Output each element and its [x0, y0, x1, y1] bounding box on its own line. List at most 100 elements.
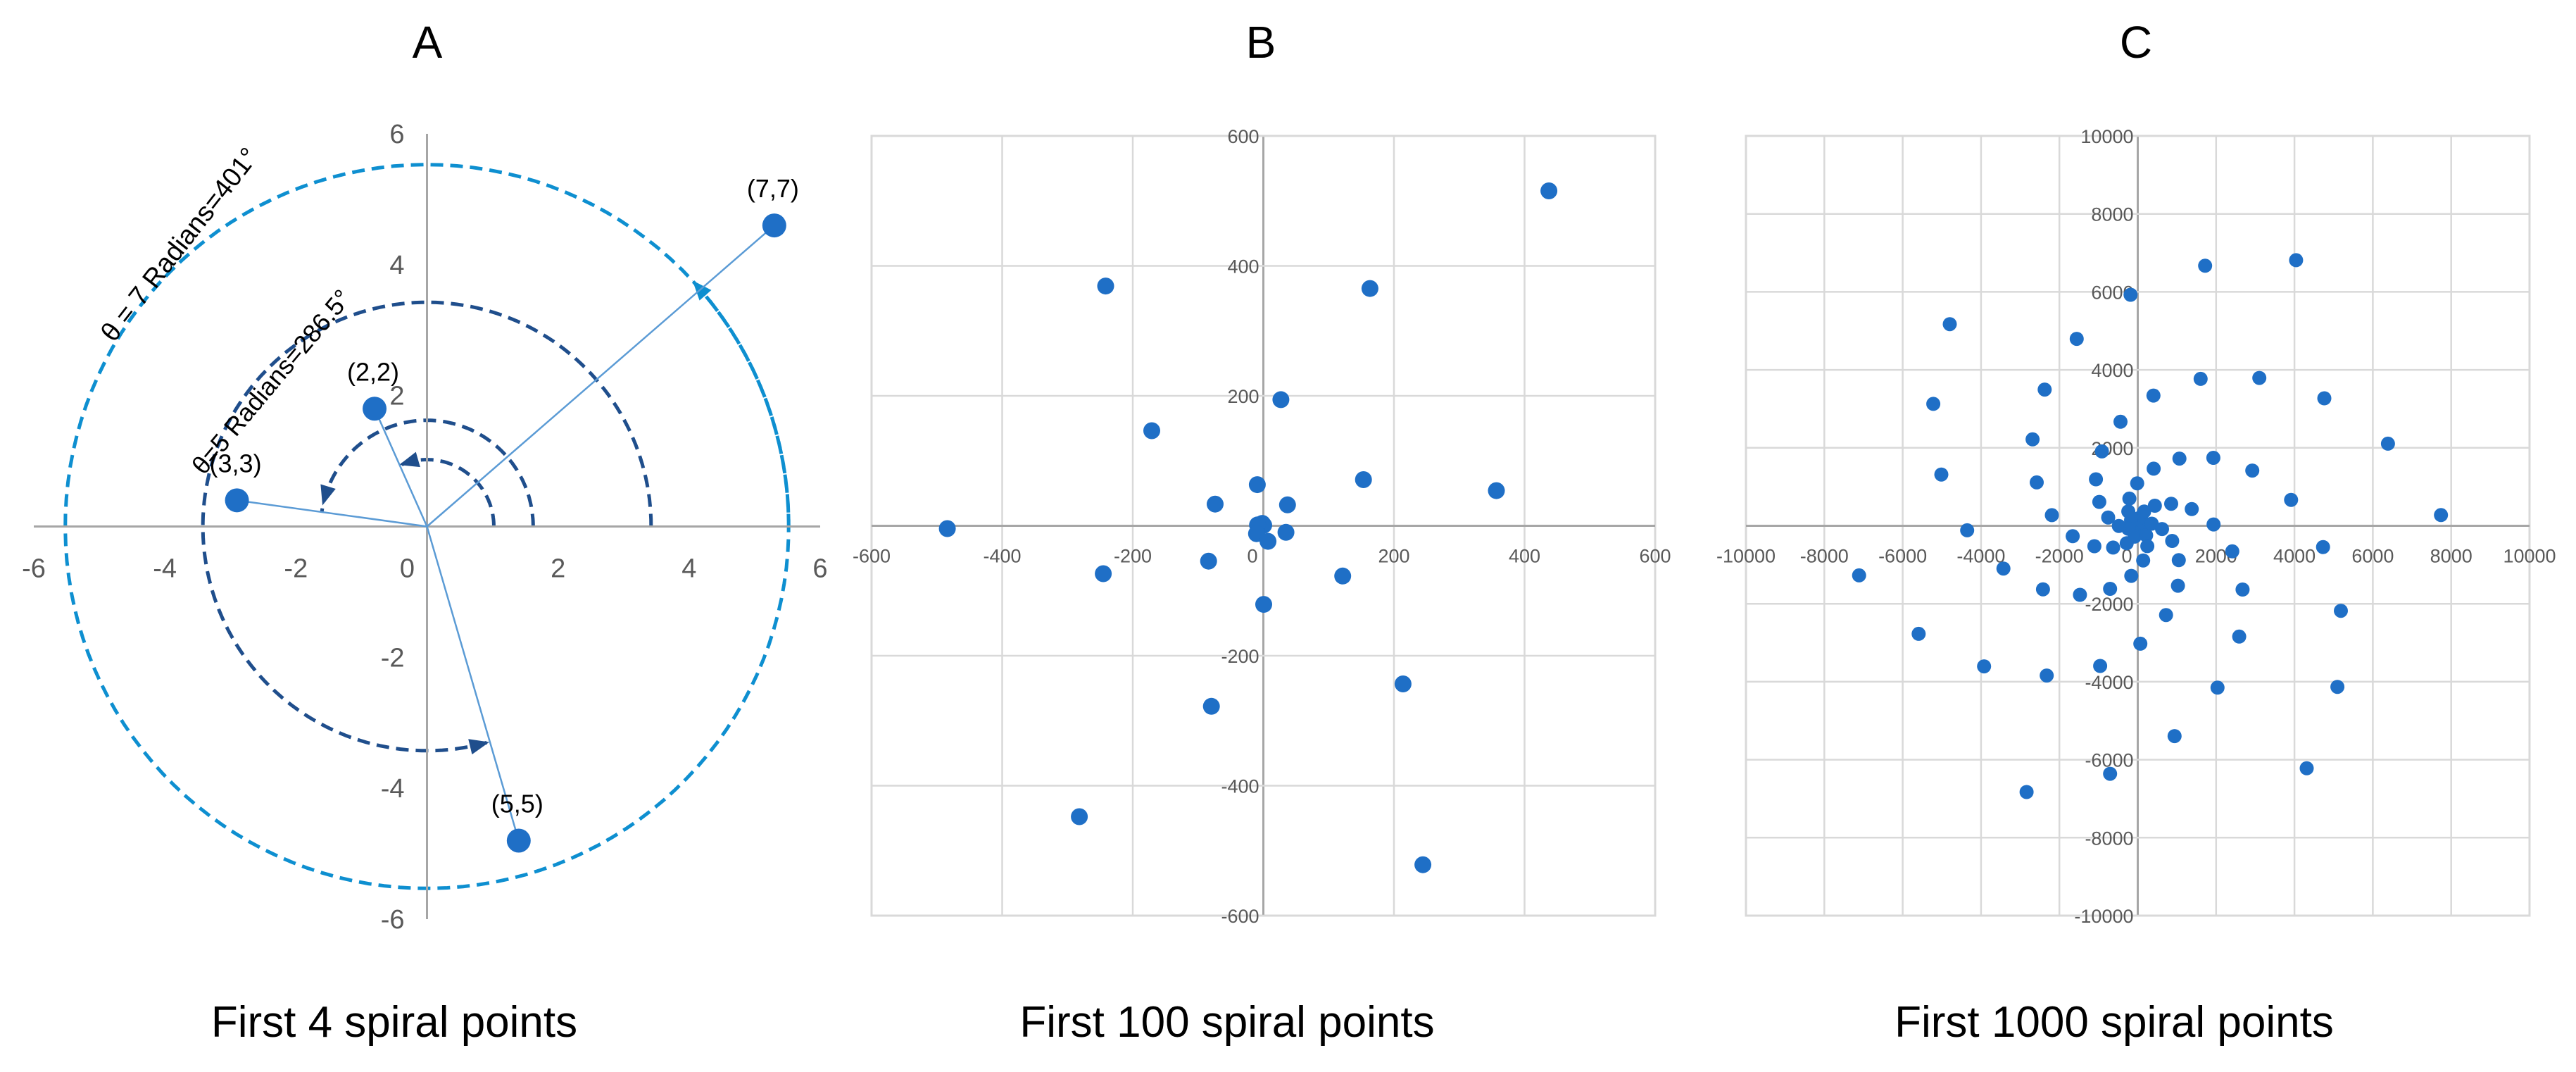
b-point	[1259, 532, 1277, 550]
c-point	[2069, 332, 2084, 347]
c-point	[1911, 626, 1926, 641]
c-point	[2330, 680, 2345, 694]
c-point	[2193, 371, 2208, 386]
a-y-tick-label: -2	[381, 643, 405, 673]
c-point	[1942, 317, 1957, 332]
c-point	[2130, 476, 2144, 491]
a-point-label: (7,7)	[747, 174, 799, 203]
c-point	[2334, 604, 2348, 618]
b-point	[1361, 280, 1378, 297]
a-arc-2rad	[398, 458, 496, 527]
b-point	[1414, 856, 1432, 873]
c-point	[2087, 539, 2101, 554]
b-point	[1394, 675, 1412, 692]
c-point	[2245, 463, 2260, 478]
b-point	[1202, 697, 1220, 715]
c-point	[2206, 517, 2221, 532]
c-zero-label: 0	[2121, 546, 2132, 567]
a-point-label: (3,3)	[210, 449, 262, 478]
b-y-tick-label: -200	[1221, 646, 1259, 667]
b-point	[1278, 496, 1296, 513]
b-y-tick-label: -600	[1221, 906, 1259, 927]
c-x-tick-label: 8000	[2430, 546, 2473, 567]
b-point	[1248, 476, 1266, 494]
c-point	[1934, 467, 1949, 482]
c-point	[2106, 540, 2121, 555]
c-point	[2164, 497, 2178, 511]
c-point	[2225, 544, 2239, 559]
c-point	[2167, 729, 2182, 744]
a-x-tick-label: -6	[22, 554, 46, 584]
a-annotations: θ = 7 Radians=401°θ=5 Radians=286.5°	[95, 142, 356, 480]
c-point	[2210, 680, 2225, 695]
c-point	[2316, 540, 2330, 554]
b-point	[1277, 523, 1295, 541]
c-point	[2252, 370, 2267, 385]
a-arc-arrow	[468, 739, 490, 755]
b-point	[1071, 808, 1088, 825]
c-point	[2025, 432, 2040, 447]
a-annotation-7rad: θ = 7 Radians=401°	[95, 142, 264, 347]
a-ray	[237, 499, 427, 528]
c-point	[2171, 553, 2186, 568]
c-point	[2123, 287, 2138, 302]
a-ray	[426, 225, 775, 528]
c-point	[2232, 629, 2247, 644]
a-annotation-5rad: θ=5 Radians=286.5°	[186, 284, 357, 480]
c-point	[2094, 444, 2109, 459]
c-x-tick-label: -10000	[1716, 546, 1776, 567]
b-point	[1095, 565, 1112, 582]
c-point	[2066, 529, 2080, 544]
c-point	[2093, 659, 2108, 673]
c-point	[2137, 504, 2151, 519]
a-y-tick-label: 2	[389, 382, 404, 411]
b-y-tick-label: 200	[1227, 386, 1259, 407]
c-point	[2119, 536, 2134, 551]
c-point	[2139, 528, 2154, 542]
c-point	[2030, 475, 2044, 490]
b-point	[1540, 182, 1558, 199]
a-x-tick-label: 6	[812, 554, 827, 584]
c-y-tick-label: 8000	[2091, 204, 2133, 225]
a-arc-arrow	[320, 484, 336, 506]
c-point	[2317, 391, 2332, 406]
c-y-tick-label: -4000	[2085, 672, 2133, 693]
c-x-tick-label: 10000	[2503, 546, 2556, 567]
c-point	[2037, 382, 2052, 397]
b-x-tick-label: -600	[853, 546, 891, 567]
a-y-tick-label: -6	[381, 905, 405, 935]
c-point	[2185, 501, 2199, 516]
c-point	[2044, 508, 2059, 523]
c-point	[2113, 414, 2128, 429]
c-point	[2299, 761, 2314, 775]
c-point	[2235, 582, 2250, 597]
b-x-tick-label: 400	[1509, 546, 1540, 567]
panel-c-caption: First 1000 spiral points	[1895, 998, 2334, 1047]
b-x-tick-label: -400	[983, 546, 1021, 567]
c-x-tick-label: 6000	[2351, 546, 2394, 567]
c-point	[2103, 582, 2118, 596]
c-point	[2434, 508, 2449, 523]
c-y-tick-label: 4000	[2091, 360, 2133, 381]
c-point	[2121, 504, 2136, 519]
a-point	[506, 828, 531, 853]
c-y-tick-label: 10000	[2080, 126, 2133, 147]
c-point	[2155, 522, 2169, 537]
c-point	[2089, 472, 2104, 487]
a-point-label: (2,2)	[347, 357, 399, 386]
c-point	[2035, 582, 2050, 597]
a-point	[363, 397, 387, 421]
a-angle-arcs	[63, 163, 791, 890]
panel-c-letter: C	[2120, 17, 2152, 68]
c-point	[2146, 388, 2161, 403]
panel-a-letter: A	[413, 17, 443, 68]
c-point	[2284, 492, 2299, 507]
c-point	[1996, 561, 2011, 576]
c-x-tick-label: -2000	[2035, 546, 2084, 567]
c-point	[2136, 553, 2151, 568]
panel-b-caption: First 100 spiral points	[1019, 998, 1434, 1047]
b-point	[1143, 422, 1160, 440]
